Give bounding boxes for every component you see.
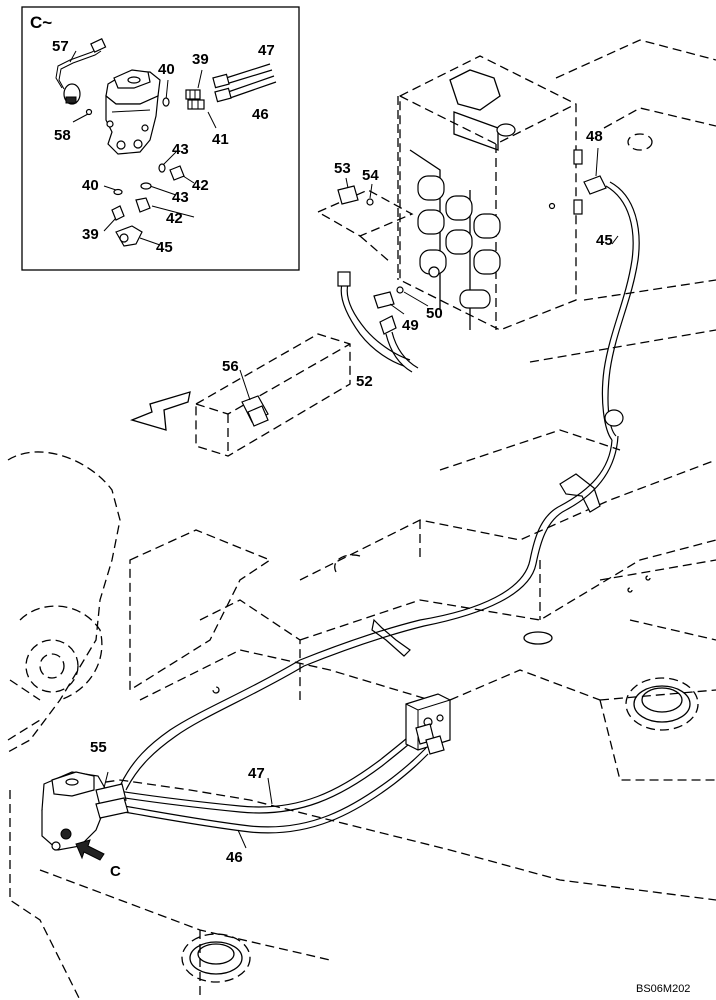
hose-bracket-lower (371, 618, 411, 657)
inset-frame (21, 6, 300, 271)
callout-58: 58 (54, 127, 71, 144)
view-c-arrow (75, 839, 105, 861)
callout-39-lower: 39 (82, 226, 99, 243)
callout-49: 49 (402, 317, 419, 334)
callout-48: 48 (586, 128, 603, 145)
valve-body (105, 94, 159, 155)
adapter-41 (187, 99, 205, 110)
hose-45 (601, 185, 634, 441)
adapter-39 (185, 89, 201, 100)
fitting-49 (373, 291, 395, 309)
swivel-opening (633, 685, 691, 723)
hose-47-run (111, 727, 419, 808)
o-ring-58 (85, 108, 93, 116)
callout-40-lower: 40 (82, 177, 99, 194)
front-direction-arrow (130, 391, 191, 431)
hose-46-detail (227, 75, 277, 99)
valve-outline (399, 55, 577, 331)
fitting-48 (583, 175, 607, 195)
o-ring-43 (158, 163, 166, 173)
fitting-53 (337, 185, 359, 205)
callout-41: 41 (212, 131, 229, 148)
callout-45: 45 (156, 239, 173, 256)
o-ring-54 (366, 198, 374, 206)
hose-47-detail (225, 63, 273, 85)
floor-opening (189, 941, 243, 975)
callout-53: 53 (334, 160, 351, 177)
callout-47-main: 47 (248, 765, 265, 782)
callout-46-main: 46 (226, 849, 243, 866)
hose-clamp (604, 409, 624, 427)
callout-47: 47 (258, 42, 275, 59)
callout-57: 57 (52, 38, 69, 55)
callout-54: 54 (362, 167, 379, 184)
view-marker-c: C (110, 863, 121, 880)
pedal-valve-55 (41, 771, 129, 851)
inset-title: C~ (30, 13, 52, 32)
plug-42 (169, 165, 185, 181)
callout-42-lower: 42 (166, 210, 183, 227)
drawing-reference: BS06M202 (636, 983, 690, 995)
o-ring-40 (162, 97, 170, 107)
callout-43: 43 (172, 141, 189, 158)
callout-46: 46 (252, 106, 269, 123)
callout-43-lower: 43 (172, 189, 189, 206)
connector-57 (90, 38, 107, 53)
callout-39: 39 (192, 51, 209, 68)
callout-42: 42 (192, 177, 209, 194)
callout-55: 55 (90, 739, 107, 756)
callout-50: 50 (426, 305, 443, 322)
callout-56: 56 (222, 358, 239, 375)
hose-52 (340, 283, 405, 367)
callout-45-main: 45 (596, 232, 613, 249)
callout-40: 40 (158, 61, 175, 78)
lower-deck-edge (49, 779, 716, 901)
frame-upper-dash (555, 39, 716, 79)
callout-52: 52 (356, 373, 373, 390)
hose-main-run (119, 439, 613, 787)
inset-detail-c: C~ 57 58 40 39 41 47 46 43 42 40 43 42 3… (21, 6, 300, 271)
boom-foot (7, 451, 121, 753)
upper-frame (7, 429, 716, 1000)
cab-outline (195, 333, 351, 457)
hose-46-run (111, 747, 427, 828)
control-valve (397, 55, 583, 331)
sensor-wire (55, 47, 99, 89)
o-ring-50 (396, 286, 404, 294)
